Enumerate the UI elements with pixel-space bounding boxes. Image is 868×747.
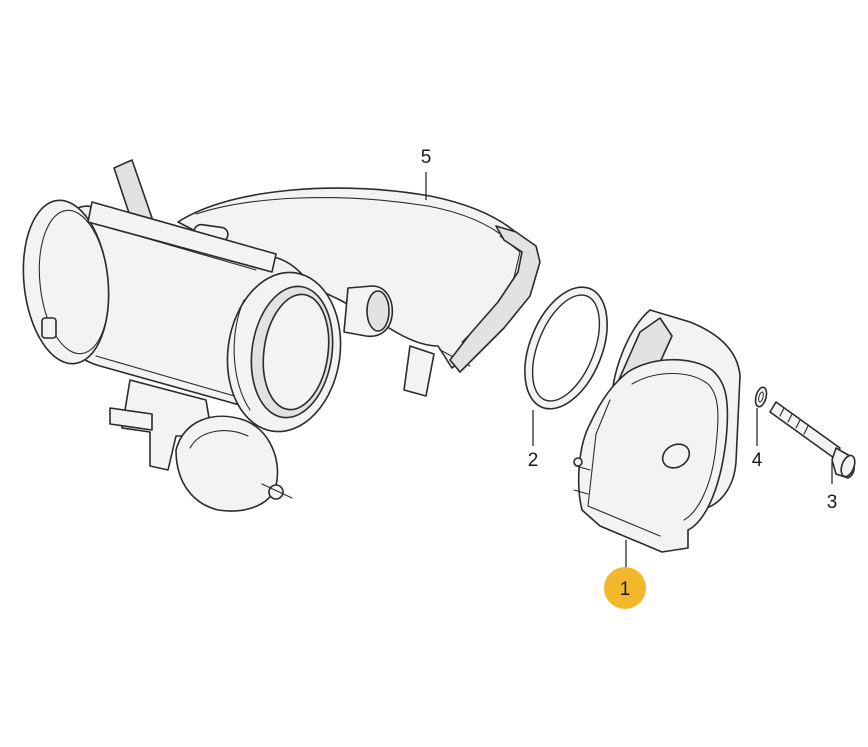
throttle-body-front	[577, 358, 729, 553]
throttle-body	[573, 309, 741, 553]
housing-connector	[109, 407, 153, 431]
callout-label-4: 4	[752, 450, 763, 471]
callout-1[interactable]: 1	[604, 540, 646, 609]
housing-sensor-module	[121, 379, 213, 471]
callout-4: 4	[752, 408, 763, 471]
duct-outlet-flange	[449, 225, 541, 373]
seal-ring	[524, 286, 608, 410]
bolt	[769, 401, 856, 479]
housing-clip-band	[87, 201, 277, 273]
callout-5: 5	[421, 147, 432, 200]
callout-label-5: 5	[421, 147, 432, 168]
duct-tab	[403, 345, 435, 397]
callout-label-2: 2	[528, 450, 539, 471]
callout-3: 3	[827, 462, 838, 513]
callout-label-3: 3	[827, 492, 838, 513]
bolt-shank	[769, 401, 841, 459]
throttle-plate-boss	[661, 443, 691, 469]
intake-pipe-assembly	[22, 159, 541, 512]
callout-2: 2	[528, 410, 539, 471]
callout-badge-1[interactable]	[604, 567, 646, 609]
housing-bracket	[113, 159, 153, 223]
callout-label-1: 1	[620, 579, 631, 600]
washer	[754, 386, 768, 408]
